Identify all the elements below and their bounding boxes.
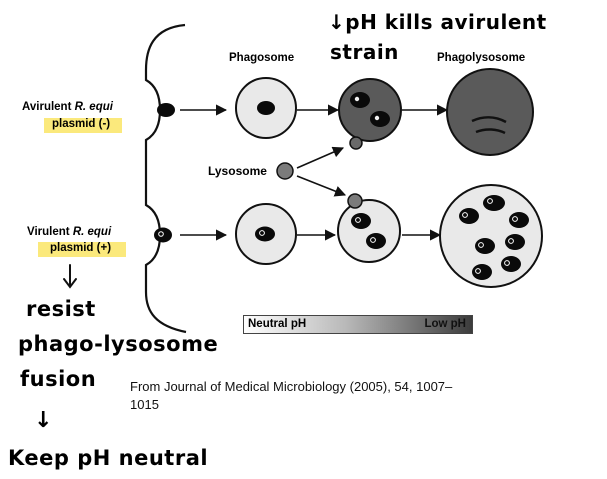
arrow-lysosome-down: [296, 175, 347, 197]
highlight-avirulent: [44, 118, 122, 133]
label-avirulent-species: R. equi: [74, 101, 113, 113]
phagolysosome-degraded: [446, 68, 534, 156]
label-virulent-prefix: Virulent: [27, 226, 73, 238]
phagosome-replicating: [337, 199, 401, 263]
label-avirulent-prefix: Avirulent: [22, 101, 75, 113]
note-phago-lysosome: phago-lysosome: [18, 332, 219, 356]
ph-gradient-bar: Neutral pH Low pH: [243, 315, 473, 334]
label-avirulent-plasmid: plasmid (-): [52, 118, 111, 130]
label-lysosome: Lysosome: [208, 164, 267, 178]
note-strain: strain: [330, 40, 399, 64]
source-line-1: From Journal of Medical Microbiology (20…: [130, 379, 453, 394]
lysosome: [276, 162, 294, 180]
label-virulent-species: R. equi: [72, 226, 112, 238]
label-phagosome: Phagosome: [229, 52, 295, 64]
note-resist: resist: [26, 297, 96, 321]
highlight-virulent: [38, 242, 126, 257]
label-neutral-ph: Neutral pH: [248, 318, 307, 330]
label-virulent-plasmid: plasmid (+): [50, 242, 112, 254]
source-line-2: 1015: [130, 397, 159, 412]
note-ph-kills: ↓pH kills avirulent: [328, 10, 547, 34]
note-keep-ph: Keep pH neutral: [8, 446, 209, 470]
acidified-phagolysosome: [338, 78, 402, 142]
avirulent-bacterium: [157, 103, 175, 117]
note-fusion: fusion: [20, 367, 97, 391]
source-citation: From Journal of Medical Microbiology (20…: [130, 378, 452, 414]
hand-arrow-2: ↓: [34, 408, 53, 433]
arrow-lysosome-up: [296, 146, 345, 169]
label-low-ph: Low pH: [424, 318, 466, 330]
label-phagolysosome: Phagolysosome: [437, 52, 526, 64]
hand-arrow-1: [63, 264, 77, 289]
lysosome-unfused: [347, 193, 363, 209]
membrane-bracket: [144, 23, 187, 334]
label-avirulent: Avirulent R. equi: [22, 101, 113, 113]
label-virulent: Virulent R. equi: [27, 226, 111, 238]
